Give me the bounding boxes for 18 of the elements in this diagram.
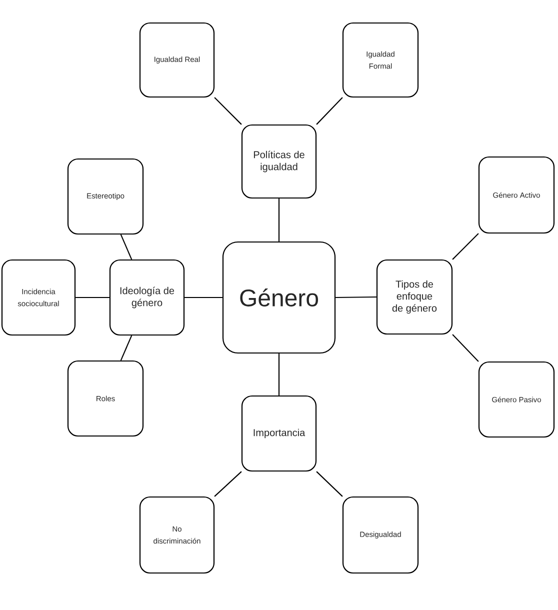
connector-line <box>214 97 242 125</box>
connector-line <box>278 198 280 242</box>
subtopic-box: Políticas de igualdad <box>241 124 317 199</box>
subtopic-box: Importancia <box>241 395 317 472</box>
connector-line <box>214 471 242 497</box>
connector-line <box>452 334 479 362</box>
connector-line <box>336 296 376 298</box>
connector-line <box>278 354 280 396</box>
connector-line <box>316 471 343 497</box>
subtopic-box: Tipos de enfoque de género <box>376 259 453 335</box>
connector-line <box>76 296 110 298</box>
connector-line <box>184 296 222 298</box>
connector-line <box>452 233 479 260</box>
connector-line <box>316 97 343 125</box>
subtopic-box: Ideología de género <box>109 259 185 336</box>
connector-line <box>120 234 132 260</box>
connector-line <box>120 335 132 361</box>
main-topic-box: Género <box>222 241 336 354</box>
